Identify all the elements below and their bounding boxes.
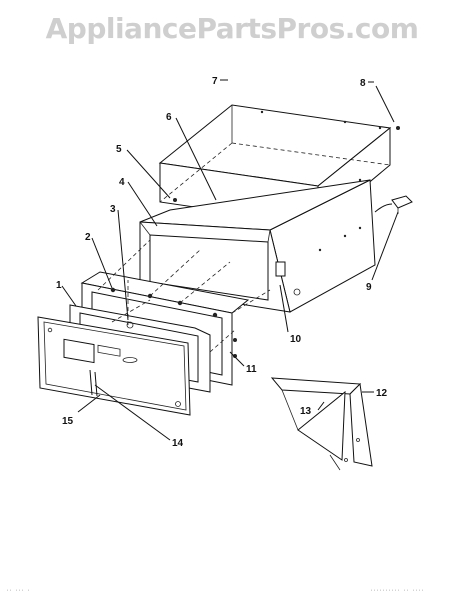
- callout-12: 12: [376, 388, 388, 399]
- callout-9: 9: [366, 282, 372, 293]
- leader-lines: [61, 79, 399, 441]
- callout-labels: 7 8 6 5 4 3 2 1 9 10 11 12 13 15 14: [56, 76, 388, 449]
- callout-14: 14: [172, 438, 184, 449]
- callout-6: 6: [166, 112, 172, 123]
- callout-2: 2: [85, 232, 91, 243]
- callout-15: 15: [62, 416, 74, 427]
- callout-10: 10: [290, 334, 302, 345]
- watermark-text: AppliancePartsPros.com: [45, 12, 419, 45]
- power-cord-plug: [374, 195, 413, 214]
- callout-13: 13: [300, 406, 312, 417]
- callout-1: 1: [56, 280, 62, 291]
- callout-5: 5: [116, 144, 122, 155]
- callout-4: 4: [119, 177, 125, 188]
- front-control-panel: [37, 316, 191, 416]
- callout-3: 3: [110, 204, 116, 215]
- footer-left-text: ·· ··· ·: [6, 588, 31, 594]
- corner-bracket: [270, 377, 373, 471]
- callout-7: 7: [212, 76, 218, 87]
- callout-11: 11: [246, 364, 257, 375]
- footer-right-text: ·········· ·· ····: [369, 588, 424, 594]
- screws: [110, 126, 400, 358]
- callout-8: 8: [360, 78, 366, 89]
